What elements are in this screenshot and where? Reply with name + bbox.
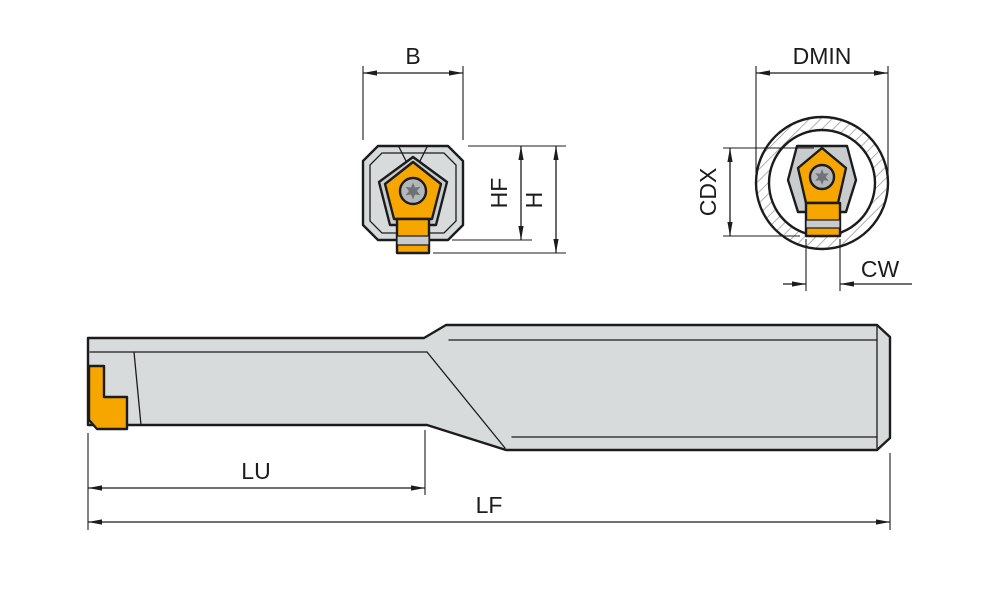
dim-label-lf: LF (476, 492, 503, 518)
dim-label-b: B (405, 43, 420, 69)
dimension-lf: LF (88, 453, 891, 530)
pocket-slot-line (398, 146, 408, 164)
transition-edge-line (426, 351, 506, 449)
body-chamfer-edge (369, 152, 457, 234)
end-view (754, 115, 890, 251)
dim-label-cdx: CDX (695, 168, 721, 217)
dimension-hf-h: HF H (433, 145, 566, 254)
dimension-b: B (362, 43, 464, 140)
front-view (361, 144, 465, 255)
dim-label-cw: CW (861, 256, 900, 282)
dimension-dmin: DMIN (755, 43, 889, 176)
dim-label-h: H (521, 192, 547, 209)
dimension-cw: CW (783, 239, 912, 291)
head-pocket-line (133, 351, 142, 426)
dim-label-dmin: DMIN (793, 43, 852, 69)
dimension-lu: LU (87, 430, 426, 530)
insert-side (87, 364, 129, 431)
pocket-slot-line (418, 146, 428, 164)
side-view (86, 323, 892, 452)
dimension-cdx: CDX (695, 147, 814, 237)
dim-label-hf: HF (486, 178, 512, 209)
dim-label-lu: LU (241, 458, 270, 484)
clamp-block-stripe (396, 235, 430, 246)
tool-side-body (86, 323, 892, 452)
clamp-block-stripe (805, 219, 841, 229)
